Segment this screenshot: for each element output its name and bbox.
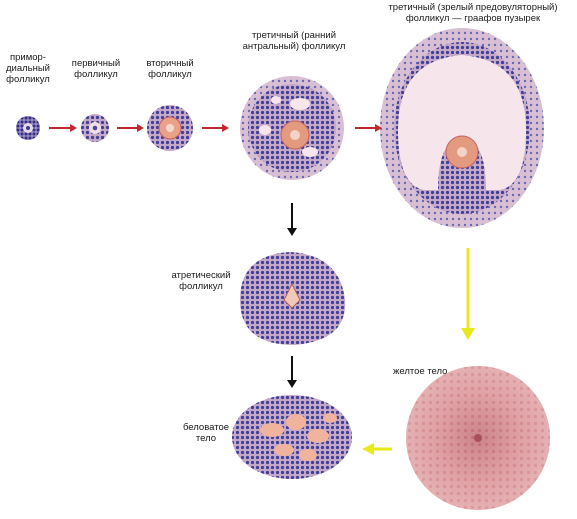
corpus-albicans-body (232, 395, 352, 479)
corpus-albicans (232, 395, 352, 479)
tertiary-antrum-space (302, 147, 318, 157)
yellow-arrow (362, 443, 392, 455)
red-arrow (49, 124, 77, 132)
red-arrow (202, 124, 229, 132)
graafian-nucleus (457, 147, 467, 157)
red-arrow (117, 124, 144, 132)
primordial-follicle (16, 116, 40, 140)
albicans-hyaline-patch (274, 444, 294, 456)
atretic-remnant (283, 282, 301, 309)
secondary-nucleus (166, 124, 174, 132)
graafian-antrum (398, 55, 526, 190)
albicans-hyaline-patch (299, 449, 317, 461)
secondary-follicle (147, 105, 193, 151)
label-primordial: примор- диальный фолликул (5, 52, 50, 85)
label-tertiary: третичный (ранний антральный) фолликул (242, 30, 346, 52)
black-arrow (287, 203, 297, 236)
yellow-arrow (461, 248, 475, 340)
tertiary-antrum-space (290, 98, 310, 110)
corpus-luteum-center (474, 434, 482, 442)
albicans-hyaline-patch (307, 429, 329, 443)
graafian-follicle (380, 28, 544, 228)
albicans-hyaline-patch (260, 423, 284, 437)
red-arrow (355, 124, 382, 132)
label-primary: первичный фолликул (71, 58, 121, 80)
albicans-hyaline-patch (323, 413, 337, 423)
label-corpus-albicans: беловатое тело (182, 422, 230, 444)
label-atretic: атретический фолликул (171, 270, 231, 292)
corpus-luteum (406, 366, 550, 510)
primary-nucleus (92, 125, 98, 131)
primary-follicle (81, 114, 109, 142)
label-graafian: третичный (зрелый предовуляторный) фолли… (388, 2, 558, 24)
tertiary-antrum-space (259, 125, 271, 135)
atretic-follicle (240, 252, 346, 345)
albicans-hyaline-patch (286, 414, 306, 430)
tertiary-antrum-space (271, 96, 281, 104)
tertiary-follicle (240, 76, 344, 180)
black-arrow (287, 356, 297, 388)
primordial-nucleus (26, 126, 30, 130)
label-corpus-luteum: желтое тело (393, 366, 448, 377)
tertiary-nucleus (290, 130, 300, 140)
label-secondary: вторичный фолликул (146, 58, 194, 80)
